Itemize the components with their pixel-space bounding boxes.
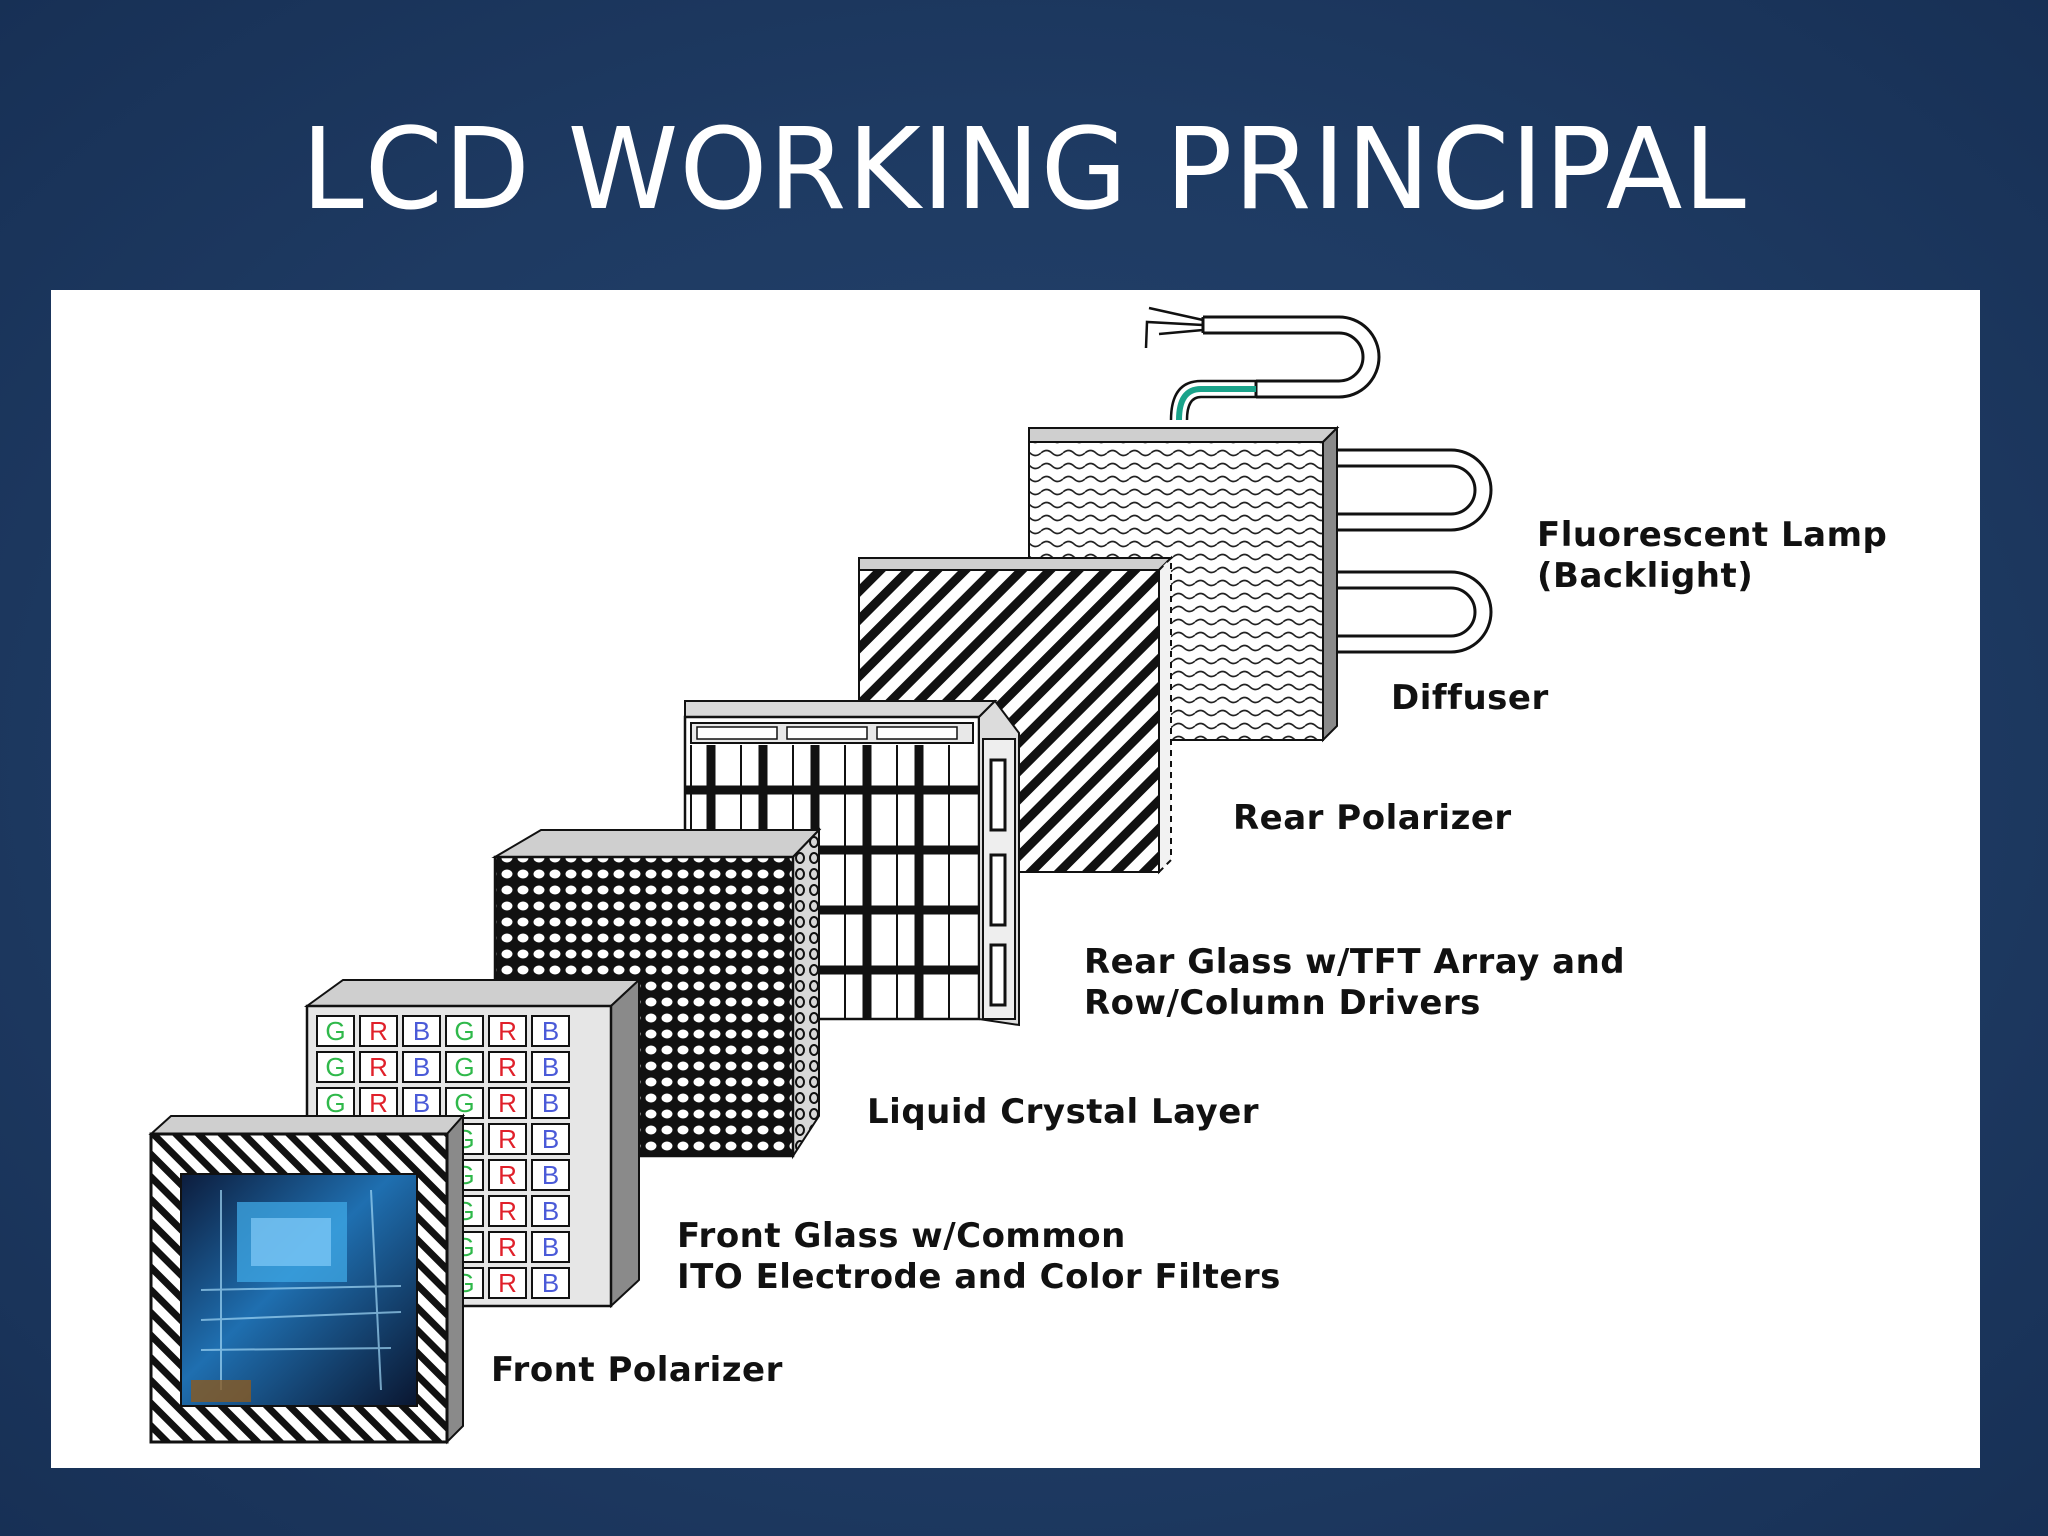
- color-filter-cell: [445, 1087, 484, 1119]
- label-front-polarizer: Front Polarizer: [491, 1350, 783, 1390]
- fluorescent-lamp: [1144, 306, 1493, 654]
- label-front-glass: Front Glass w/Common ITO Electrode and C…: [677, 1216, 1281, 1298]
- color-filter-letter: B: [542, 1268, 559, 1298]
- color-filter-cell: [488, 1195, 527, 1227]
- color-filter-letter: B: [542, 1196, 559, 1226]
- color-filter-letter: G: [325, 1016, 345, 1046]
- color-filter-letter: B: [542, 1124, 559, 1154]
- color-filter-cell: [316, 1015, 355, 1047]
- front-polarizer-layer: [148, 1113, 466, 1445]
- color-filter-cell: [359, 1051, 398, 1083]
- label-front-glass-line1: Front Glass w/Common: [677, 1216, 1126, 1256]
- color-filter-cell: [488, 1015, 527, 1047]
- color-filter-cell: [488, 1087, 527, 1119]
- color-filter-letter: B: [413, 1088, 430, 1118]
- color-filter-letter: G: [325, 1052, 345, 1082]
- color-filter-letter: B: [542, 1160, 559, 1190]
- color-filter-cell: [316, 1051, 355, 1083]
- color-filter-letter: G: [325, 1088, 345, 1118]
- label-diffuser: Diffuser: [1391, 678, 1549, 718]
- color-filter-cell: [531, 1231, 570, 1263]
- color-filter-letter: R: [369, 1052, 388, 1082]
- color-filter-letter: B: [542, 1232, 559, 1262]
- color-filter-cell: [402, 1051, 441, 1083]
- color-filter-letter: R: [498, 1124, 517, 1154]
- label-fluorescent-lamp: Fluorescent Lamp (Backlight): [1537, 515, 1887, 597]
- color-filter-cell: [488, 1159, 527, 1191]
- color-filter-letter: B: [542, 1052, 559, 1082]
- lcd-layers-diagram: GRBGRBGRBGRBGRBGRBGRBGRBGRBGRBGRBGRBGRBG…: [148, 306, 1493, 1445]
- label-liquid-crystal: Liquid Crystal Layer: [867, 1092, 1260, 1132]
- color-filter-letter: R: [498, 1160, 517, 1190]
- diagram-panel: GRBGRBGRBGRBGRBGRBGRBGRBGRBGRBGRBGRBGRBG…: [51, 290, 1980, 1468]
- color-filter-cell: [531, 1159, 570, 1191]
- color-filter-cell: [488, 1267, 527, 1299]
- color-filter-cell: [488, 1231, 527, 1263]
- slide-title: LCD WORKING PRINCIPAL: [301, 105, 1747, 235]
- color-filter-letter: G: [454, 1088, 474, 1118]
- color-filter-letter: B: [542, 1088, 559, 1118]
- color-filter-cell: [445, 1051, 484, 1083]
- color-filter-cell: [402, 1015, 441, 1047]
- label-fluorescent-lamp-line1: Fluorescent Lamp: [1537, 515, 1888, 555]
- label-rear-glass-line1: Rear Glass w/TFT Array and: [1084, 942, 1626, 982]
- color-filter-letter: R: [498, 1052, 517, 1082]
- color-filter-cell: [531, 1087, 570, 1119]
- color-filter-cell: [488, 1051, 527, 1083]
- color-filter-letter: B: [542, 1016, 559, 1046]
- color-filter-cell: [531, 1267, 570, 1299]
- color-filter-cell: [445, 1015, 484, 1047]
- color-filter-cell: [488, 1123, 527, 1155]
- color-filter-letter: R: [498, 1088, 517, 1118]
- color-filter-letter: G: [454, 1052, 474, 1082]
- label-front-glass-line2: ITO Electrode and Color Filters: [677, 1257, 1281, 1297]
- color-filter-letter: R: [498, 1196, 517, 1226]
- label-rear-glass-line2: Row/Column Drivers: [1084, 983, 1481, 1023]
- color-filter-cell: [402, 1087, 441, 1119]
- color-filter-cell: [531, 1195, 570, 1227]
- color-filter-cell: [531, 1015, 570, 1047]
- color-filter-letter: G: [454, 1016, 474, 1046]
- color-filter-letter: R: [498, 1232, 517, 1262]
- color-filter-cell: [531, 1123, 570, 1155]
- color-filter-letter: B: [413, 1052, 430, 1082]
- color-filter-cell: [531, 1051, 570, 1083]
- color-filter-letter: R: [498, 1268, 517, 1298]
- color-filter-letter: B: [413, 1016, 430, 1046]
- color-filter-letter: R: [498, 1016, 517, 1046]
- color-filter-cell: [359, 1015, 398, 1047]
- label-rear-glass: Rear Glass w/TFT Array and Row/Column Dr…: [1084, 942, 1625, 1024]
- label-rear-polarizer: Rear Polarizer: [1233, 798, 1512, 838]
- color-filter-letter: R: [369, 1016, 388, 1046]
- color-filter-letter: R: [369, 1088, 388, 1118]
- label-fluorescent-lamp-line2: (Backlight): [1537, 556, 1754, 596]
